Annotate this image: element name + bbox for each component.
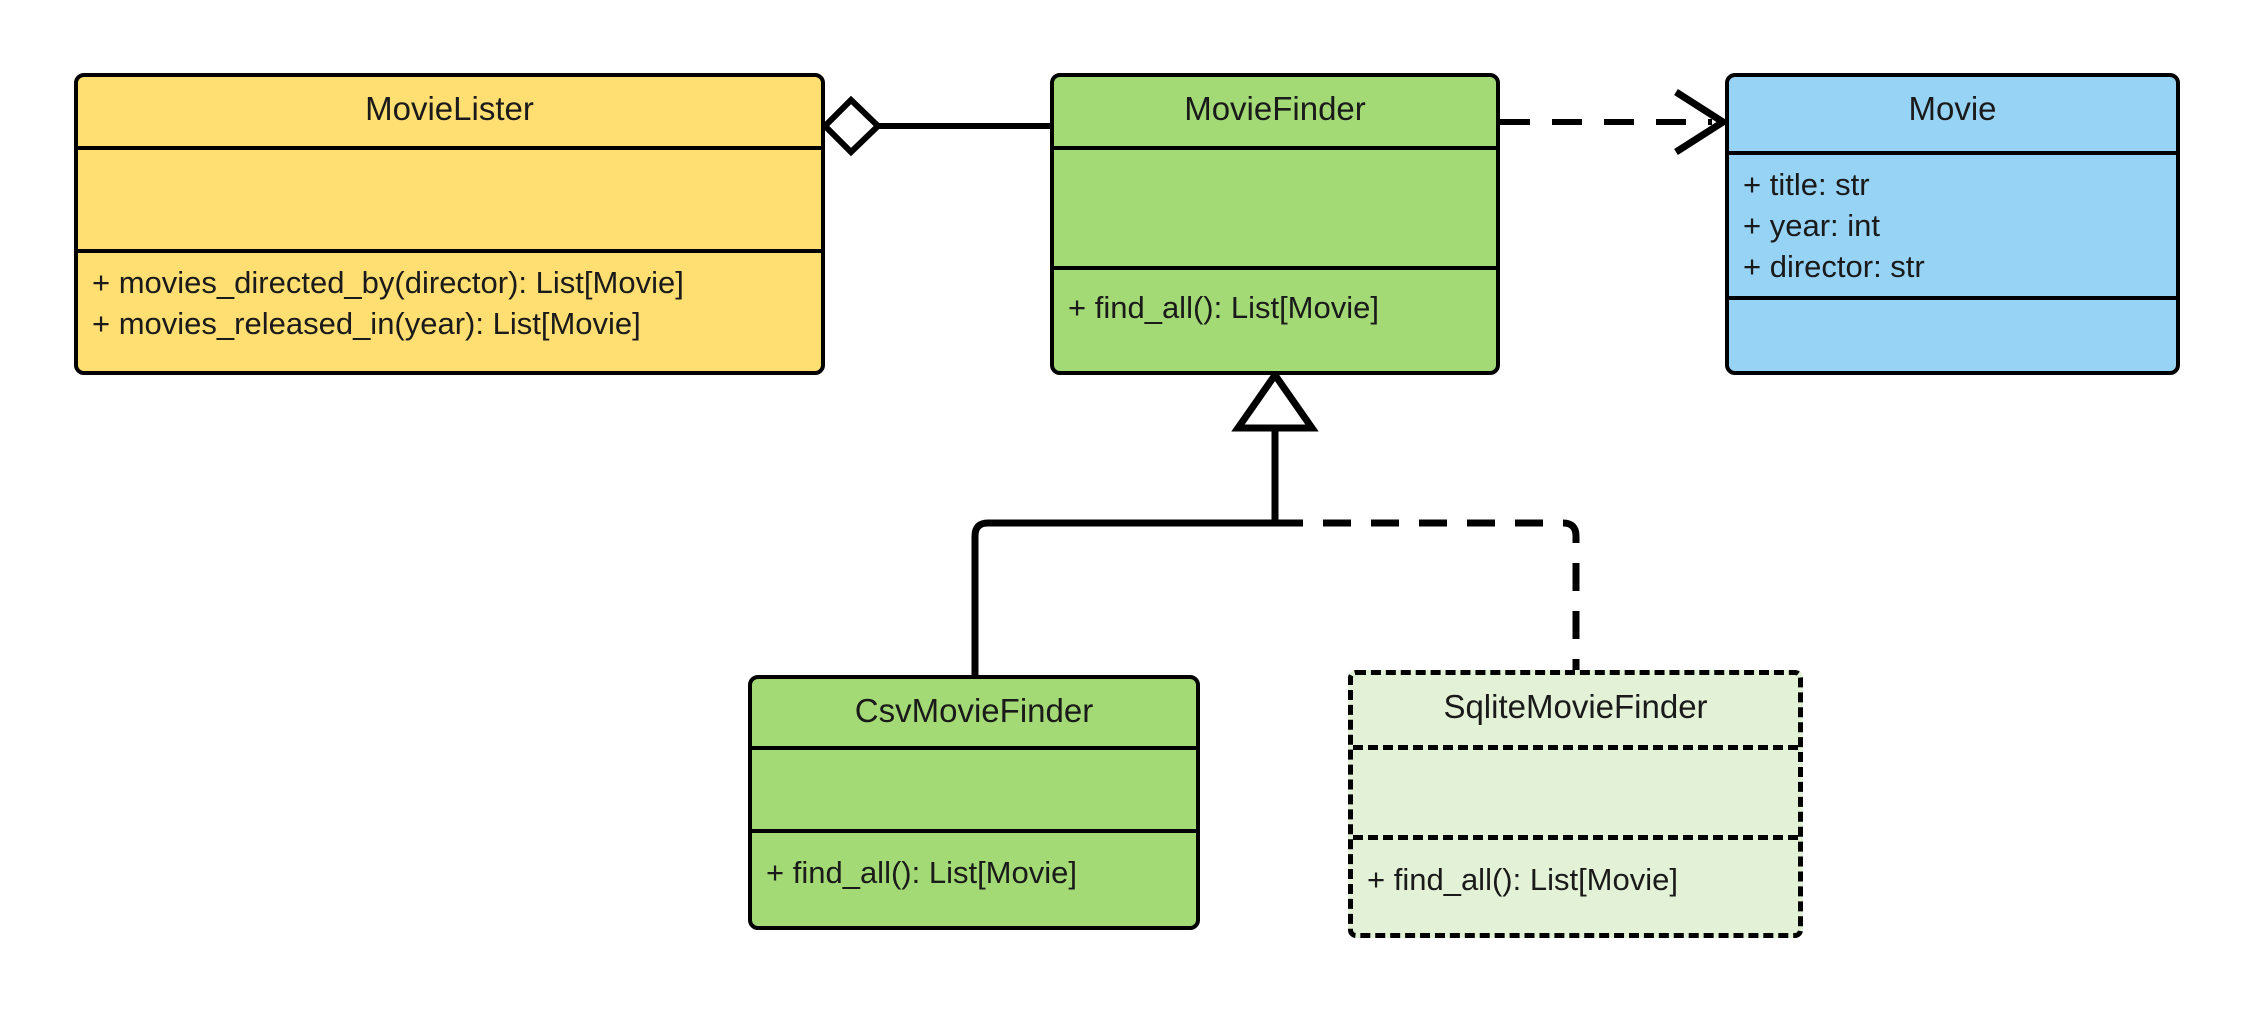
- attribute-item: + director: str: [1743, 248, 1925, 284]
- class-box-movie-lister[interactable]: MovieLister + movies_directed_by(directo…: [74, 73, 825, 375]
- class-name-csv-movie-finder: CsvMovieFinder: [854, 692, 1094, 729]
- methods-compartment-sqlite-movie-finder: + find_all(): List[Movie]: [1353, 835, 1798, 933]
- connector-inheritance-triangle: [1231, 368, 1319, 523]
- class-header-movie-lister: MovieLister: [78, 77, 821, 146]
- class-name-movie-lister: MovieLister: [365, 90, 534, 127]
- method-list-movie-lister: + movies_directed_by(director): List[Mov…: [78, 253, 821, 345]
- csv-inheritance-line: [971, 519, 1275, 675]
- attributes-compartment-csv-movie-finder: [752, 746, 1196, 829]
- connector-dependency-finder-movie[interactable]: [1500, 89, 1730, 155]
- method-list-movie-finder: + find_all(): List[Movie]: [1054, 270, 1496, 329]
- sqlite-inheritance-line: [1275, 519, 1580, 670]
- class-header-movie-finder: MovieFinder: [1054, 77, 1496, 146]
- connector-aggregation-lister-finder[interactable]: [820, 95, 1050, 157]
- class-name-movie: Movie: [1908, 90, 1997, 127]
- class-name-sqlite-movie-finder: SqliteMovieFinder: [1443, 688, 1708, 725]
- methods-compartment-movie: [1729, 296, 2176, 371]
- open-arrow-icon: [1674, 89, 1730, 155]
- attributes-compartment-sqlite-movie-finder: [1353, 745, 1798, 835]
- connector-inheritance-csv-finder[interactable]: [971, 519, 1275, 675]
- methods-compartment-csv-movie-finder: + find_all(): List[Movie]: [752, 829, 1196, 926]
- attribute-list-movie: + title: str + year: int + director: str: [1729, 155, 2176, 288]
- class-box-movie[interactable]: Movie + title: str + year: int + directo…: [1725, 73, 2180, 375]
- class-box-sqlite-movie-finder[interactable]: SqliteMovieFinder + find_all(): List[Mov…: [1348, 670, 1803, 938]
- method-item: + movies_directed_by(director): List[Mov…: [92, 265, 684, 300]
- attributes-compartment-movie: + title: str + year: int + director: str: [1729, 151, 2176, 296]
- method-item: + find_all(): List[Movie]: [1367, 862, 1678, 897]
- connector-inheritance-sqlite-finder[interactable]: [1275, 519, 1580, 670]
- methods-compartment-movie-lister: + movies_directed_by(director): List[Mov…: [78, 249, 821, 371]
- class-box-movie-finder[interactable]: MovieFinder + find_all(): List[Movie]: [1050, 73, 1500, 375]
- hollow-diamond-icon: [820, 95, 883, 157]
- method-item: + find_all(): List[Movie]: [1068, 290, 1379, 325]
- class-header-sqlite-movie-finder: SqliteMovieFinder: [1353, 675, 1798, 745]
- class-name-movie-finder: MovieFinder: [1184, 90, 1366, 127]
- method-list-csv-movie-finder: + find_all(): List[Movie]: [752, 833, 1196, 894]
- class-header-movie: Movie: [1729, 77, 2176, 151]
- attributes-compartment-movie-lister: [78, 146, 821, 249]
- class-box-csv-movie-finder[interactable]: CsvMovieFinder + find_all(): List[Movie]: [748, 675, 1200, 930]
- attributes-compartment-movie-finder: [1054, 146, 1496, 266]
- attribute-item: + title: str: [1743, 167, 1870, 202]
- method-item: + find_all(): List[Movie]: [766, 855, 1077, 890]
- method-item: + movies_released_in(year): List[Movie]: [92, 305, 641, 341]
- methods-compartment-movie-finder: + find_all(): List[Movie]: [1054, 266, 1496, 371]
- class-header-csv-movie-finder: CsvMovieFinder: [752, 679, 1196, 746]
- attribute-item: + year: int: [1743, 207, 1880, 243]
- hollow-triangle-icon: [1231, 368, 1319, 432]
- method-list-sqlite-movie-finder: + find_all(): List[Movie]: [1353, 840, 1798, 901]
